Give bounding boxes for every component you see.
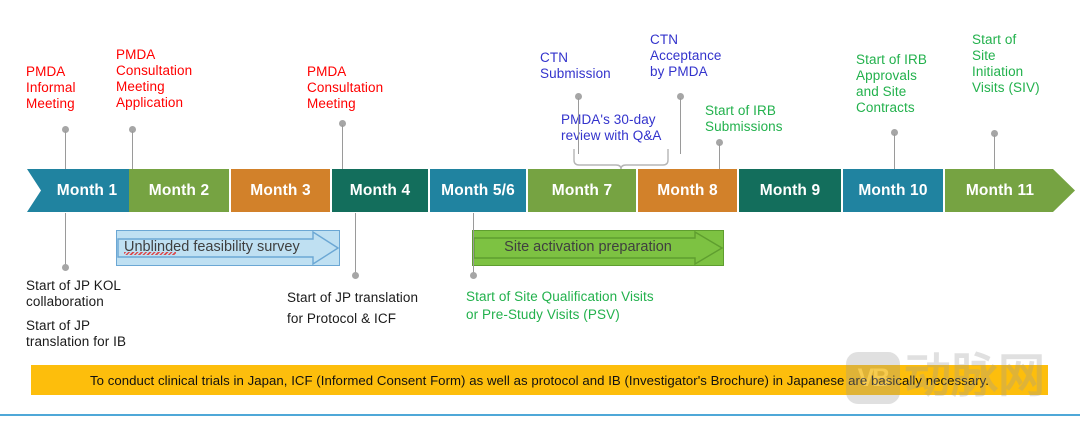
- callout-pmda-informal-meeting: PMDA Informal Meeting: [26, 64, 76, 111]
- timeline-segment-month-3[interactable]: Month 3: [231, 169, 330, 212]
- pmda-review-brace: [572, 148, 672, 170]
- leader-dot: [352, 272, 359, 279]
- timeline-segment-month-9[interactable]: Month 9: [739, 169, 841, 212]
- block-arrow-label: Site activation preparation: [504, 239, 672, 255]
- bottom-note-banner: To conduct clinical trials in Japan, ICF…: [31, 365, 1048, 395]
- timeline-segment-month-11[interactable]: Month 11: [945, 169, 1075, 212]
- timeline-segment-month-5-6[interactable]: Month 5/6: [430, 169, 526, 212]
- timeline-segment-month-10[interactable]: Month 10: [843, 169, 943, 212]
- callout-start-of-irb-approvals-and-site-contracts: Start of IRB Approvals and Site Contract…: [856, 52, 927, 115]
- callout-start-of-jp-translation-for-ib: Start of JP translation for IB: [26, 318, 127, 349]
- leader-dot: [129, 126, 136, 133]
- leader-dot: [991, 130, 998, 137]
- timeline-segment-month-8[interactable]: Month 8: [638, 169, 737, 212]
- leader-dot: [677, 93, 684, 100]
- leader-line: [65, 213, 66, 265]
- callout-ctn-acceptance-by-pmda: CTN Acceptance by PMDA: [650, 32, 722, 79]
- callout-start-of-jp-kol-collaboration: Start of JP KOL collaboration: [26, 278, 122, 309]
- spellcheck-squiggle: [124, 252, 176, 255]
- leader-line: [65, 131, 66, 169]
- leader-dot: [891, 129, 898, 136]
- block-arrow-unblinded-feasibility-survey: Unblinded feasibility survey: [116, 230, 340, 266]
- leader-dot: [470, 272, 477, 279]
- timeline-segment-month-7[interactable]: Month 7: [528, 169, 636, 212]
- callout-start-of-irb-submissions: Start of IRB Submissions: [705, 103, 783, 134]
- leader-line: [342, 125, 343, 169]
- timeline-segment-month-2[interactable]: Month 2: [129, 169, 229, 212]
- callout-ctn-submission: CTN Submission: [540, 50, 611, 81]
- leader-dot: [716, 139, 723, 146]
- leader-line: [894, 134, 895, 169]
- leader-line: [578, 98, 579, 154]
- month-timeline-bar: Month 1 Month 2 Month 3 Month 4 Month 5/…: [0, 169, 1080, 212]
- timeline-segment-month-1[interactable]: Month 1: [27, 169, 137, 212]
- timeline-segment-month-4[interactable]: Month 4: [332, 169, 428, 212]
- arrow-shape-blue: [116, 230, 340, 266]
- leader-line: [132, 131, 133, 169]
- callout-start-of-site-initiation-visits: Start of Site Initiation Visits (SIV): [972, 32, 1040, 95]
- leader-dot: [62, 264, 69, 271]
- brace-label-pmda-30-day-review: PMDA's 30-day review with Q&A: [561, 112, 662, 143]
- leader-dot: [62, 126, 69, 133]
- leader-line: [355, 213, 356, 273]
- block-arrow-label: Unblinded feasibility survey: [124, 239, 300, 255]
- leader-line: [680, 98, 681, 154]
- callout-start-of-jp-translation-protocol-icf: Start of JP translation for Protocol & I…: [287, 290, 419, 326]
- leader-dot: [575, 93, 582, 100]
- leader-line: [473, 213, 474, 273]
- block-arrow-site-activation-preparation: Site activation preparation: [472, 230, 724, 266]
- leader-line: [719, 144, 720, 169]
- leader-line: [994, 135, 995, 169]
- bottom-note-text: To conduct clinical trials in Japan, ICF…: [89, 372, 990, 388]
- callout-start-of-site-qualification-visits: Start of Site Qualification Visits or Pr…: [466, 289, 654, 323]
- arrow-shape-green: [472, 230, 724, 266]
- callout-pmda-consultation-meeting-application: PMDA Consultation Meeting Application: [116, 47, 193, 110]
- leader-dot: [339, 120, 346, 127]
- bottom-rule: [0, 414, 1080, 416]
- callout-pmda-consultation-meeting: PMDA Consultation Meeting: [307, 64, 384, 111]
